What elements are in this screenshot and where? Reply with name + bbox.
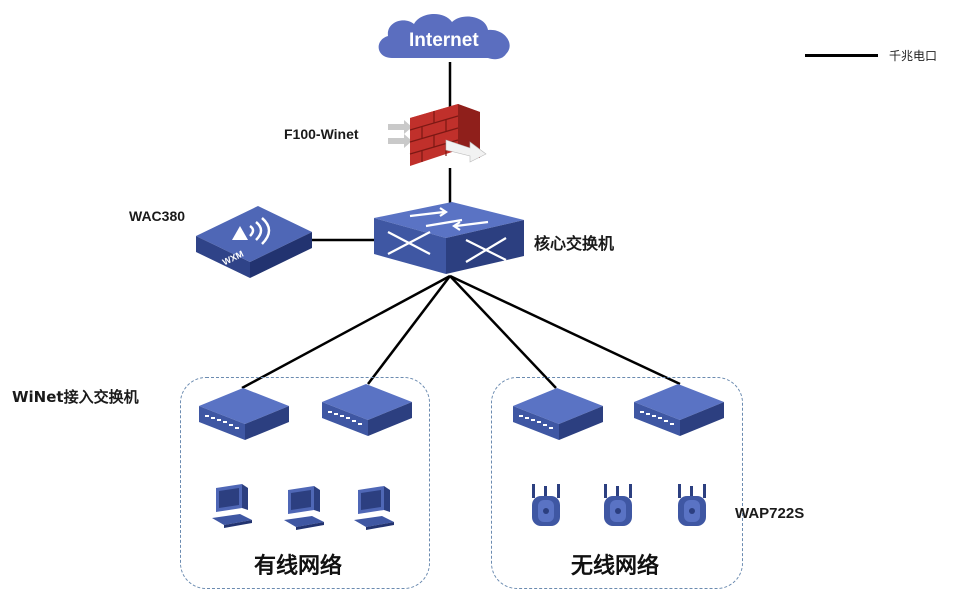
access-point-icon	[604, 484, 632, 526]
internet-label: Internet	[409, 30, 479, 51]
access-switch-icon	[199, 388, 289, 440]
wireless-network-title: 无线网络	[571, 554, 660, 579]
access-switch-icon	[634, 384, 724, 436]
internet-cloud-icon	[378, 13, 510, 60]
legend-gigabit-label: 千兆电口	[889, 49, 938, 63]
wired-network-title: 有线网络	[254, 554, 343, 579]
core-switch-icon	[374, 202, 524, 274]
access-point-icon	[678, 484, 706, 526]
controller-label: WAC380	[129, 208, 186, 224]
wired-network-group	[180, 377, 430, 589]
access-switch-icon	[513, 388, 603, 440]
pc-icon	[354, 486, 394, 530]
wireless-network-group	[491, 377, 743, 589]
legend-gigabit-line	[805, 54, 878, 57]
firewall-label: F100-Winet	[284, 126, 359, 142]
access-point-icon	[532, 484, 560, 526]
access-switch-label: WiNet接入交换机	[12, 388, 139, 406]
pc-icon	[284, 486, 324, 530]
firewall-icon	[388, 104, 487, 166]
link-core-access-3	[449, 275, 557, 389]
access-point-label: WAP722S	[735, 505, 805, 522]
pc-icon	[212, 484, 252, 528]
access-switch-icon	[322, 384, 412, 436]
link-core-access-1	[241, 274, 451, 390]
wireless-controller-icon	[196, 206, 312, 278]
link-core-access-4	[449, 274, 681, 386]
core-switch-label: 核心交换机	[534, 234, 615, 253]
link-core-access-2	[367, 275, 451, 385]
